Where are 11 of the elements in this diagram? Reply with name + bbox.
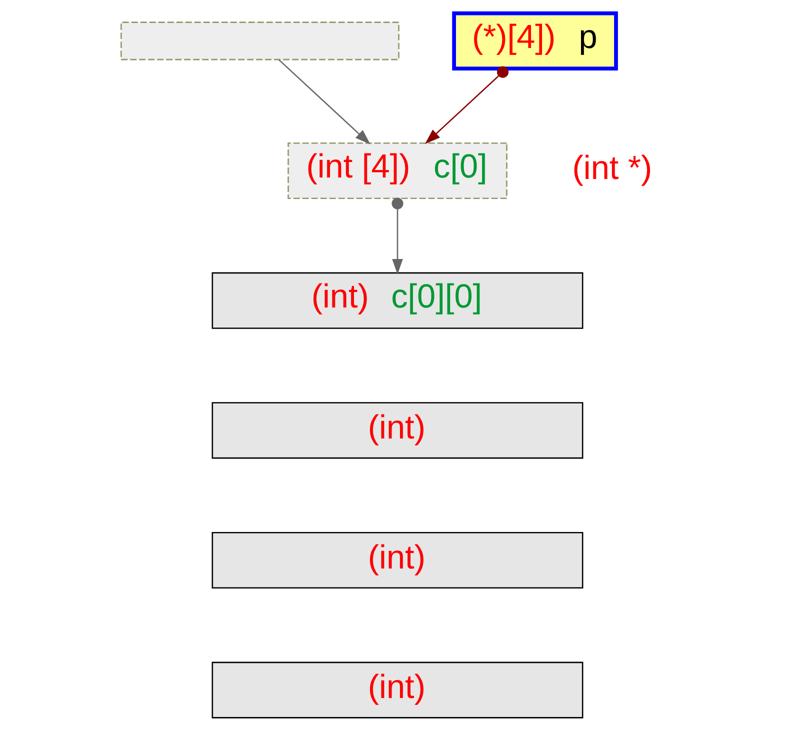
node-box: (int) [211, 662, 583, 718]
node-box: (int) [211, 402, 583, 459]
label: (int *) [572, 150, 652, 187]
arrow [424, 66, 508, 144]
node-box: (int) c[0][0] [211, 272, 583, 329]
node-box [120, 22, 399, 60]
node-box: (int [4]) c[0] [287, 142, 507, 200]
arrow [391, 198, 403, 274]
node-box: (*)[4]) p [452, 11, 618, 70]
node-box: (int) [211, 532, 583, 589]
arrow [278, 59, 370, 144]
